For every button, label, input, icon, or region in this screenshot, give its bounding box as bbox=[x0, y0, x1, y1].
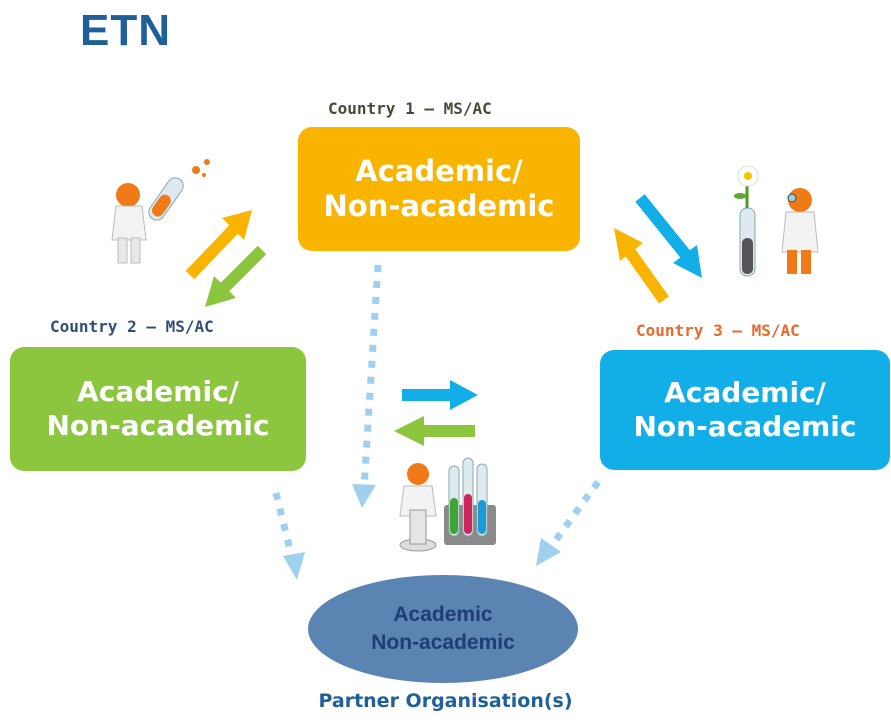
arrow-c1-to-c2 bbox=[205, 245, 267, 307]
dotted-arrow-c2-to-partner bbox=[272, 492, 305, 580]
country-1-label: Country 1 – MS/AC bbox=[328, 99, 492, 118]
country-2-line2: Non-academic bbox=[46, 409, 270, 442]
partner-caption: Partner Organisation(s) bbox=[318, 690, 573, 712]
country-3-line1: Academic/ bbox=[664, 376, 826, 410]
country-2-line1: Academic/ bbox=[77, 375, 239, 409]
partner-organisation-ellipse: Academic Non-academic bbox=[308, 575, 578, 683]
country-2-label: Country 2 – MS/AC bbox=[50, 317, 214, 336]
arrow-c3-to-c2 bbox=[394, 416, 475, 446]
dotted-arrow-c3-to-partner bbox=[536, 479, 601, 566]
scientist-plant-icon bbox=[734, 165, 819, 277]
country-3-label: Country 3 – MS/AC bbox=[636, 321, 800, 340]
country-1-line2: Non-academic bbox=[323, 189, 555, 223]
scientist-test-tube-icon bbox=[111, 159, 210, 264]
partner-line2: Non-academic bbox=[371, 631, 515, 654]
arrow-c2-to-c3 bbox=[402, 380, 478, 410]
country-2-box: Academic/ Non-academic bbox=[10, 347, 306, 471]
country-1-line1: Academic/ bbox=[355, 154, 523, 189]
page-title: ETN bbox=[80, 6, 171, 55]
dotted-arrow-c1-to-partner bbox=[352, 264, 382, 508]
country-1-box: Academic/ Non-academic bbox=[298, 127, 580, 251]
scientist-lab-icon bbox=[399, 457, 496, 552]
arrow-c3-to-c1 bbox=[614, 228, 669, 304]
arrow-c2-to-c1 bbox=[185, 210, 252, 280]
arrow-c1-to-c3 bbox=[635, 194, 702, 278]
country-3-line2: Non-academic bbox=[633, 410, 857, 443]
partner-line1: Academic bbox=[393, 602, 493, 626]
country-3-box: Academic/ Non-academic bbox=[600, 350, 890, 470]
